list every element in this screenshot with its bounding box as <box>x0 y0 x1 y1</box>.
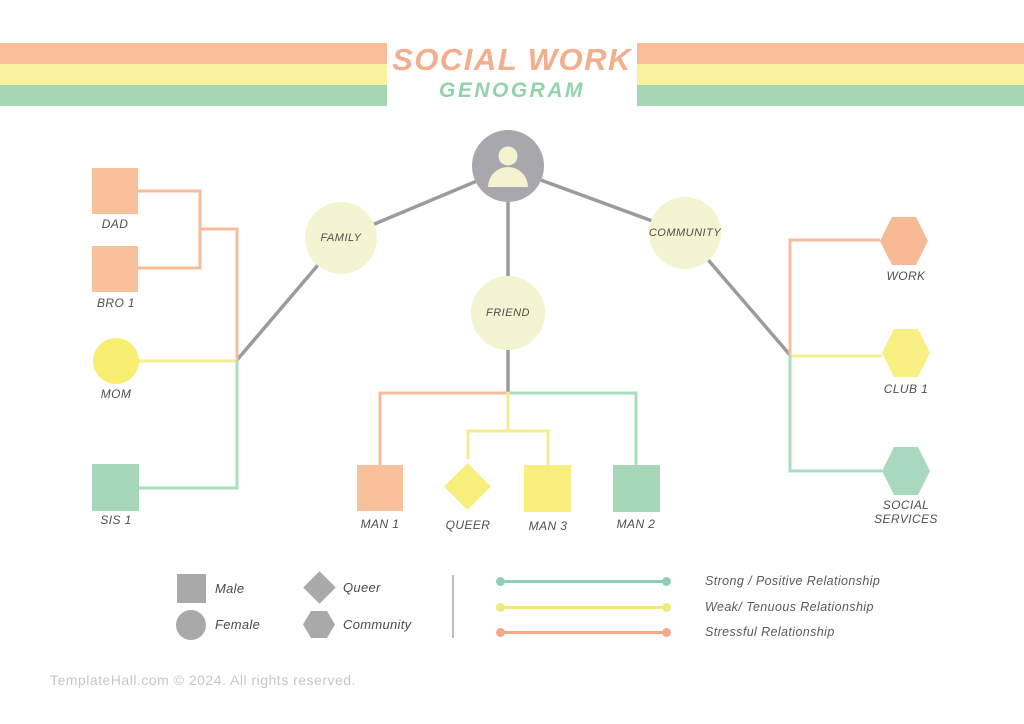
header-stripe-orange-left <box>0 43 387 64</box>
legend-female-label: Female <box>215 617 261 632</box>
node-dad-label: DAD <box>101 217 129 231</box>
legend-stressful-line <box>496 628 671 636</box>
node-man2 <box>613 465 660 512</box>
legend-strong-line <box>496 577 671 585</box>
copyright-text: TemplateHall.com © 2024. All rights rese… <box>50 672 356 688</box>
node-work-label: WORK <box>886 269 926 283</box>
node-man3-label: MAN 3 <box>528 519 568 533</box>
legend-male-label: Male <box>215 581 245 596</box>
header-stripe-yellow-left <box>0 64 387 85</box>
page-subtitle: GENOGRAM <box>439 79 585 102</box>
hub-family-label: FAMILY <box>320 232 362 244</box>
hub-friend: FRIEND <box>471 276 545 350</box>
legend-male-shape <box>177 574 206 603</box>
line-friend-man2 <box>508 391 638 465</box>
node-bro1 <box>92 246 138 292</box>
line-junction-work <box>788 238 880 356</box>
header-stripe-orange-right <box>637 43 1024 64</box>
page-title: SOCIAL WORK <box>392 42 632 77</box>
node-club1 <box>882 329 930 377</box>
node-queer-label: QUEER <box>445 518 491 532</box>
node-social-services-label: SOCIAL SERVICES <box>874 498 938 526</box>
header-stripe-green-left <box>0 85 387 106</box>
node-dad <box>92 168 138 214</box>
node-social-services <box>882 447 930 495</box>
node-man1 <box>357 465 403 511</box>
legend-weak-label: Weak/ Tenuous Relationship <box>705 600 874 614</box>
hub-community: COMMUNITY <box>649 197 721 269</box>
header-stripe-yellow-right <box>637 64 1024 85</box>
legend-female-shape <box>176 610 206 640</box>
node-mom <box>93 338 139 384</box>
node-work <box>880 217 928 265</box>
node-sis1 <box>92 464 139 511</box>
node-man2-label: MAN 2 <box>616 517 656 531</box>
line-friend-man1 <box>378 391 508 465</box>
line-bracket-junction <box>200 227 239 360</box>
legend-strong-label: Strong / Positive Relationship <box>705 574 881 588</box>
header-stripe-green-right <box>637 85 1024 106</box>
hub-community-label: COMMUNITY <box>648 227 722 239</box>
line-dad-bro-bracket <box>138 189 202 270</box>
node-club1-label: CLUB 1 <box>883 382 929 396</box>
person-icon <box>488 146 528 187</box>
line-sis1-junction <box>139 360 239 490</box>
legend-weak-line <box>496 603 671 611</box>
line-junction-social <box>788 355 882 473</box>
line-queer-man3-bracket <box>466 429 550 465</box>
legend-community-label: Community <box>343 617 412 632</box>
legend-community-shape <box>303 611 335 638</box>
node-mom-label: MOM <box>100 387 132 401</box>
center-person-node <box>472 130 544 202</box>
node-man3 <box>524 465 571 512</box>
node-man1-label: MAN 1 <box>360 517 400 531</box>
hub-family: FAMILY <box>305 202 377 274</box>
legend-divider <box>452 575 454 638</box>
node-sis1-label: SIS 1 <box>100 513 132 527</box>
node-bro1-label: BRO 1 <box>96 296 136 310</box>
legend-stressful-label: Stressful Relationship <box>705 625 835 639</box>
legend-queer-label: Queer <box>343 580 381 595</box>
hub-friend-label: FRIEND <box>486 307 530 319</box>
